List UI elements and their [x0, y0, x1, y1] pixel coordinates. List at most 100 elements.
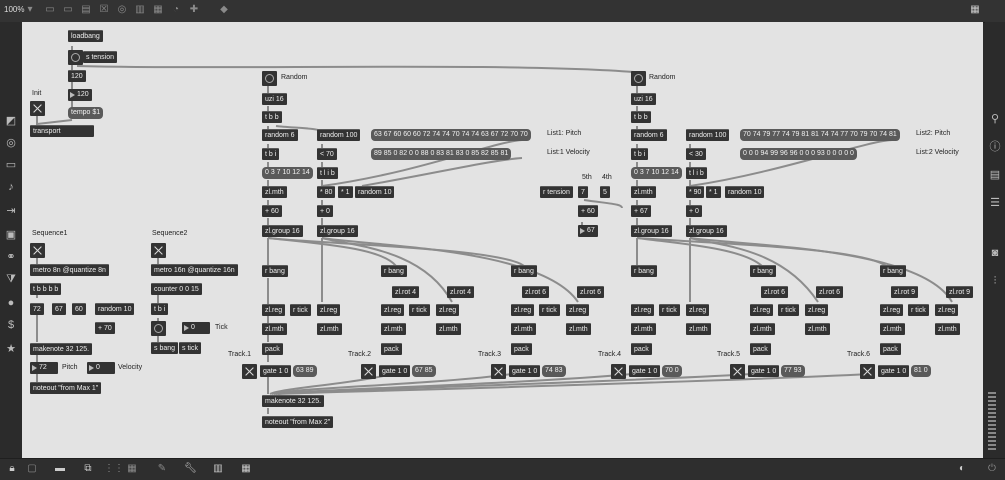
- metro-16n[interactable]: metro 16n @quantize 16n: [151, 264, 238, 276]
- panel-icon[interactable]: ▤: [989, 169, 1001, 181]
- gate-6[interactable]: gate 1 0: [878, 365, 910, 377]
- new-slider-icon[interactable]: ▥: [135, 4, 145, 15]
- new-number-icon[interactable]: ▦: [153, 4, 163, 15]
- align-icon[interactable]: ▦: [127, 463, 137, 474]
- tbb2[interactable]: t b b: [631, 111, 651, 123]
- cube-icon[interactable]: ◩: [5, 115, 17, 127]
- lock-icon[interactable]: 🔒︎: [9, 463, 15, 474]
- random-100b[interactable]: random 100: [686, 129, 730, 141]
- zlmth-a-1[interactable]: zl.mth: [262, 323, 287, 335]
- zlrot-b-5[interactable]: zl.rot 6: [816, 286, 844, 298]
- gate-3[interactable]: gate 1 0: [509, 365, 541, 377]
- rtick-4[interactable]: r tick: [659, 304, 680, 316]
- list1-pitch[interactable]: 63 67 60 60 60 72 74 74 70 74 74 63 67 7…: [371, 129, 531, 141]
- info-icon[interactable]: ⓘ: [989, 141, 1001, 153]
- number-67[interactable]: 67: [578, 225, 598, 237]
- tbi2[interactable]: t b i: [631, 148, 649, 160]
- noteout1[interactable]: noteout "from Max 1": [30, 382, 102, 394]
- makenote2[interactable]: makenote 32 125.: [262, 395, 325, 407]
- zlmth-a-6[interactable]: zl.mth: [880, 323, 905, 335]
- search-icon[interactable]: ⚲: [990, 113, 1000, 125]
- random-6b[interactable]: random 6: [631, 129, 667, 141]
- p0a[interactable]: + 0: [317, 205, 333, 217]
- counter[interactable]: counter 0 0 15: [151, 283, 202, 295]
- scale1[interactable]: 0 3 7 10 12 14: [262, 167, 313, 179]
- p70[interactable]: + 70: [95, 322, 115, 334]
- list1-velocity[interactable]: 89 85 0 82 0 0 88 0 83 81 83 0 85 82 85 …: [371, 148, 512, 160]
- tick-button[interactable]: [151, 321, 166, 336]
- add-icon[interactable]: ✚: [189, 4, 199, 15]
- new-dial-icon[interactable]: ◔: [172, 4, 180, 15]
- zlreg-a-2[interactable]: zl.reg: [381, 304, 405, 316]
- debug-icon[interactable]: ✎: [157, 463, 167, 474]
- list2-velocity[interactable]: 0 0 0 94 99 96 96 0 0 0 93 0 0 0 0 0: [740, 148, 857, 160]
- rtick-2[interactable]: r tick: [409, 304, 430, 316]
- transport[interactable]: transport: [30, 125, 94, 137]
- new-object-icon[interactable]: ▭: [45, 4, 55, 15]
- track4-output[interactable]: 70 0: [662, 365, 682, 377]
- power-icon[interactable]: ⏻: [988, 463, 996, 474]
- zlgroup4[interactable]: zl.group 16: [686, 225, 727, 237]
- metro-8n[interactable]: metro 8n @quantize 8n: [30, 264, 109, 276]
- zlgroup1[interactable]: zl.group 16: [262, 225, 303, 237]
- random-10b[interactable]: random 10: [725, 186, 765, 198]
- random-6a[interactable]: random 6: [262, 129, 298, 141]
- zlmth-b-5[interactable]: zl.mth: [805, 323, 830, 335]
- zlrot-b-2[interactable]: zl.rot 4: [447, 286, 475, 298]
- rtick-1[interactable]: r tick: [290, 304, 311, 316]
- zlmth-b-6[interactable]: zl.mth: [935, 323, 960, 335]
- number-120a[interactable]: 120: [68, 70, 86, 82]
- gate-5[interactable]: gate 1 0: [748, 365, 780, 377]
- zlmth-b-4[interactable]: zl.mth: [686, 323, 711, 335]
- random-100a[interactable]: random 100: [317, 129, 361, 141]
- tbbbb[interactable]: t b b b b: [30, 283, 62, 295]
- zlrot-a-5[interactable]: zl.rot 6: [761, 286, 789, 298]
- track2-output[interactable]: 67 85: [412, 365, 436, 377]
- dsp-meter-icon[interactable]: ◐: [958, 463, 966, 474]
- number-0b[interactable]: 0: [182, 322, 210, 334]
- pack-5[interactable]: pack: [750, 343, 771, 355]
- p60a[interactable]: + 60: [262, 205, 282, 217]
- seq2-toggle[interactable]: [151, 243, 166, 258]
- camera-icon[interactable]: ◙: [991, 247, 999, 259]
- m1a[interactable]: * 1: [338, 186, 353, 198]
- makenote1[interactable]: makenote 32 125.: [30, 343, 93, 355]
- music-note-icon[interactable]: ♪: [8, 181, 14, 193]
- number-0a[interactable]: 0: [87, 362, 115, 374]
- rbang-4[interactable]: r bang: [631, 265, 657, 277]
- list-icon[interactable]: ☰: [990, 197, 1000, 209]
- zlrot-a-2[interactable]: zl.rot 4: [392, 286, 420, 298]
- pack-1[interactable]: pack: [262, 343, 283, 355]
- mixer-icon[interactable]: ⫶: [993, 275, 997, 287]
- number-7[interactable]: 7: [578, 186, 588, 198]
- zlreg-b-4[interactable]: zl.reg: [686, 304, 710, 316]
- gate-2[interactable]: gate 1 0: [379, 365, 411, 377]
- target-icon[interactable]: ◎: [6, 137, 16, 149]
- s-bang[interactable]: s bang: [151, 342, 179, 354]
- dollar-icon[interactable]: $: [7, 319, 15, 331]
- pack-4[interactable]: pack: [631, 343, 652, 355]
- tbb1[interactable]: t b b: [262, 111, 282, 123]
- m80[interactable]: * 80: [317, 186, 336, 198]
- seq1-toggle[interactable]: [30, 243, 45, 258]
- zlreg-b-5[interactable]: zl.reg: [805, 304, 829, 316]
- track6-toggle[interactable]: [860, 364, 875, 379]
- filter-icon[interactable]: ⧩: [6, 273, 16, 285]
- scale2[interactable]: 0 3 7 10 12 14: [631, 167, 682, 179]
- zlmth-b-2[interactable]: zl.mth: [436, 323, 461, 335]
- presentation-icon[interactable]: ▬: [55, 463, 65, 474]
- rtick-3[interactable]: r tick: [539, 304, 560, 316]
- star-icon[interactable]: ★: [6, 343, 16, 355]
- rbang-2[interactable]: r bang: [381, 265, 407, 277]
- link-icon[interactable]: ⚭: [6, 251, 16, 263]
- zlmth-b-3[interactable]: zl.mth: [566, 323, 591, 335]
- number-5[interactable]: 5: [600, 186, 610, 198]
- zlrot-a-6[interactable]: zl.rot 9: [891, 286, 919, 298]
- zlreg-a-4[interactable]: zl.reg: [631, 304, 655, 316]
- number-67a[interactable]: 67: [52, 303, 66, 315]
- uzi1[interactable]: uzi 16: [262, 93, 287, 105]
- zlreg-b-1[interactable]: zl.reg: [317, 304, 341, 316]
- random2-button[interactable]: [631, 71, 646, 86]
- p67[interactable]: + 67: [631, 205, 651, 217]
